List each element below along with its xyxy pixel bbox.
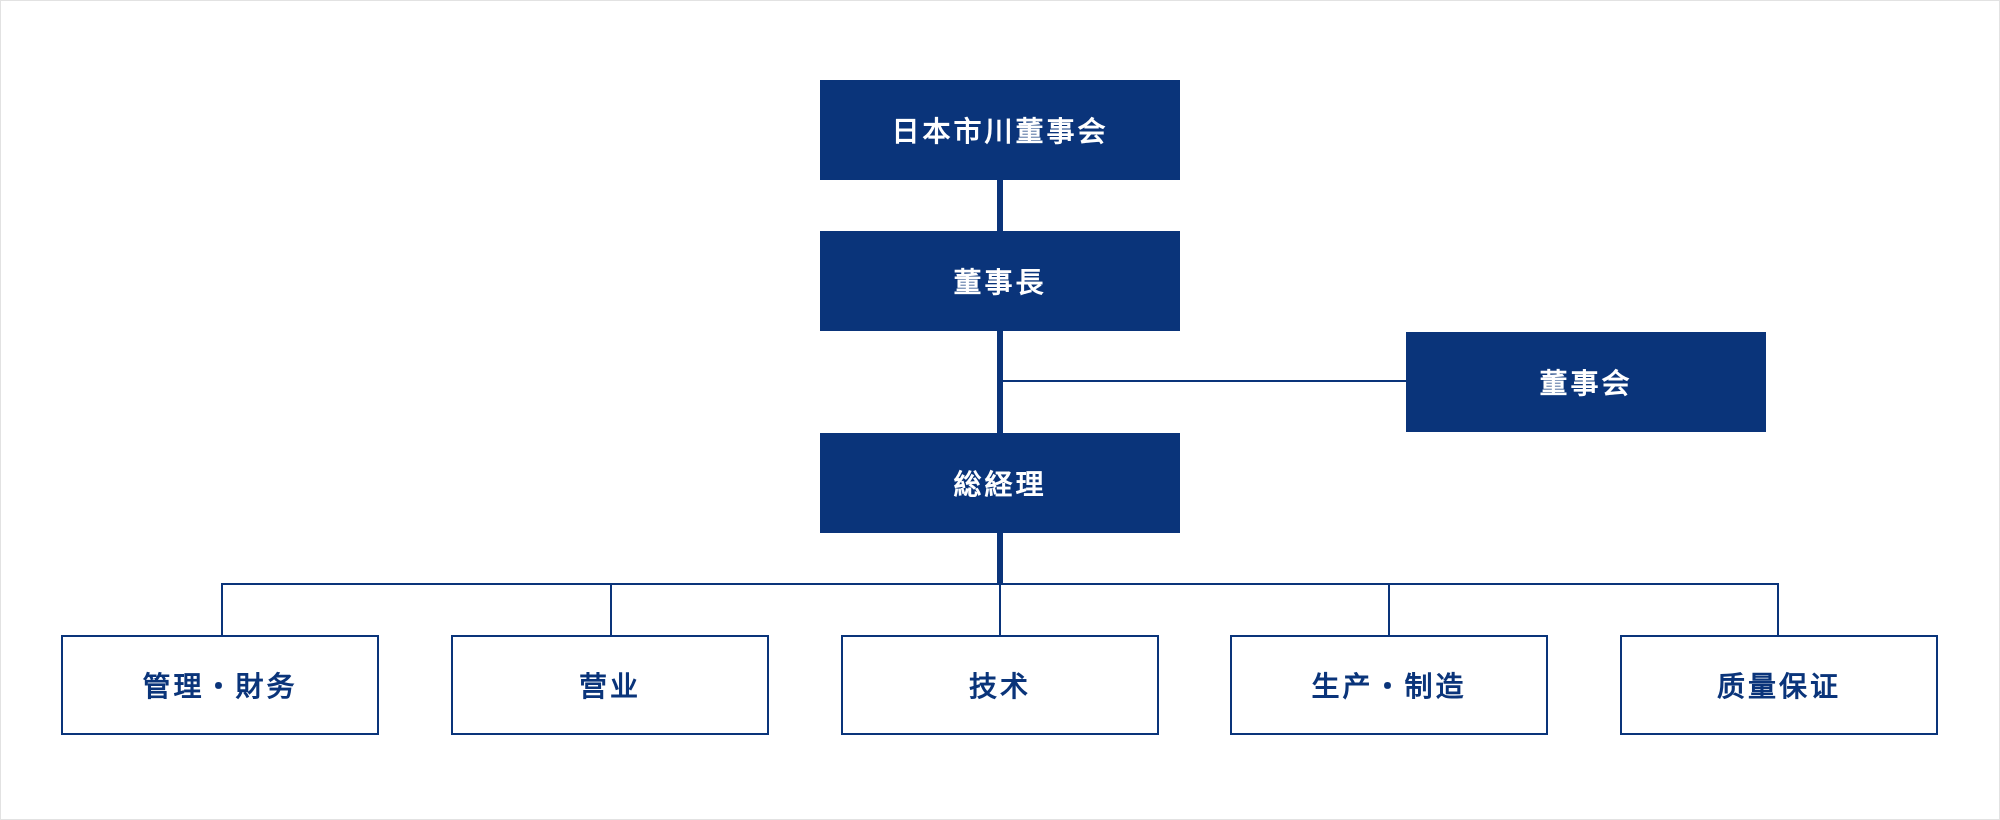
department-label: 生产・制造 bbox=[1311, 670, 1467, 703]
general-manager-node: 総経理 bbox=[820, 433, 1180, 533]
department-label: 质量保证 bbox=[1716, 670, 1841, 703]
chairman-node: 董事長 bbox=[820, 231, 1180, 331]
department-node-technology: 技术 bbox=[841, 635, 1159, 735]
top-node-label: 日本市川董事会 bbox=[891, 115, 1109, 148]
chairman-node-label: 董事長 bbox=[953, 266, 1047, 299]
board-node: 董事会 bbox=[1406, 332, 1766, 432]
department-node-sales: 营业 bbox=[451, 635, 769, 735]
general-manager-node-label: 総経理 bbox=[953, 468, 1047, 501]
department-node-admin-finance: 管理・財务 bbox=[61, 635, 379, 735]
department-node-production: 生产・制造 bbox=[1230, 635, 1548, 735]
department-label: 营业 bbox=[578, 670, 641, 703]
department-label: 管理・財务 bbox=[142, 670, 298, 703]
top-node: 日本市川董事会 bbox=[820, 80, 1180, 180]
board-node-label: 董事会 bbox=[1539, 367, 1633, 400]
department-label: 技术 bbox=[968, 670, 1031, 703]
department-node-quality: 质量保证 bbox=[1620, 635, 1938, 735]
